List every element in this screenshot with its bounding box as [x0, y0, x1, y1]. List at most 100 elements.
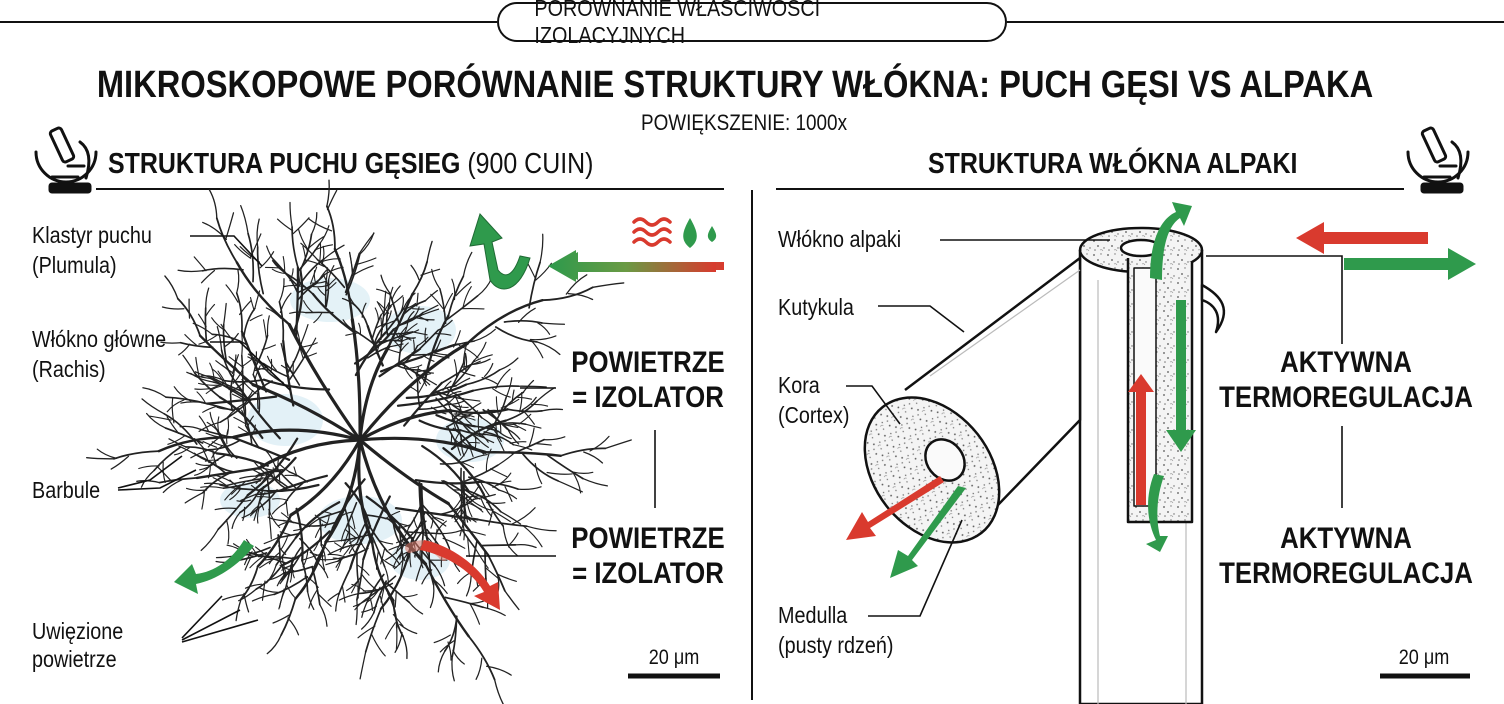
fiber-branch: [234, 365, 247, 381]
fiber-branch: [462, 251, 473, 277]
fiber-branch: [201, 267, 244, 272]
fiber-branch: [362, 495, 391, 561]
fiber-branch: [321, 245, 325, 265]
fiber-branch: [278, 300, 285, 342]
fiber-branch: [422, 304, 439, 314]
fiber-branch: [417, 336, 429, 347]
fiber-branch: [280, 512, 294, 524]
header-tag-text: PORÓWNANIE WŁAŚCIWOŚCI IZOLACYJNYCH: [534, 0, 821, 48]
fiber-branch: [205, 385, 222, 395]
fiber-branch: [86, 457, 115, 460]
fiber-branch: [209, 362, 215, 381]
fiber-branch: [567, 292, 594, 301]
fiber-branch: [424, 562, 470, 638]
fiber-branch: [291, 563, 295, 579]
fiber-branch: [364, 607, 382, 653]
alpaca-fiber-illustration: [863, 226, 1226, 704]
fiber-branch: [280, 598, 297, 636]
fiber-branch: [384, 319, 399, 326]
fiber-branch: [403, 381, 443, 427]
heat-waves-icon: [632, 217, 672, 247]
fiber-branch: [211, 444, 224, 459]
label-medulla-desc: (pusty rdzeń): [778, 632, 894, 658]
fiber-branch: [358, 438, 428, 566]
fiber-branch: [190, 372, 214, 383]
fiber-branch: [194, 388, 212, 390]
fiber-branch: [380, 317, 384, 330]
fiber-branch: [276, 571, 287, 587]
fiber-branch: [485, 448, 492, 472]
fiber-branch: [429, 584, 435, 609]
upward-vapor-arrow: [469, 213, 531, 290]
fiber-branch: [496, 437, 505, 452]
fiber-branch: [202, 440, 218, 448]
fiber-branch: [272, 614, 290, 624]
fiber-branch: [287, 617, 300, 636]
microscope-icon: [1406, 126, 1470, 194]
fiber-branch: [209, 411, 218, 431]
fiber-branch: [177, 269, 204, 273]
air-insulator-callout-bottom: POWIETRZE = IZOLATOR: [571, 522, 724, 591]
fiber-branch: [451, 655, 455, 682]
fiber-branch: [497, 472, 512, 486]
fiber-branch: [358, 232, 375, 255]
fiber-branch: [241, 355, 257, 368]
fiber-branch: [402, 635, 408, 660]
fiber-branch: [472, 433, 484, 439]
fiber-branch: [557, 480, 583, 493]
fiber-branch: [270, 358, 273, 374]
fiber-branch: [303, 352, 317, 359]
fiber-branch: [452, 515, 477, 550]
fiber-branch: [324, 514, 330, 528]
fiber-branch: [456, 500, 465, 515]
fiber-branch: [459, 370, 476, 377]
fiber-branch: [266, 634, 282, 655]
fiber-branch: [271, 256, 284, 271]
fiber-branch: [417, 329, 440, 351]
fiber-branch: [399, 623, 418, 635]
fiber-branch: [502, 391, 525, 411]
fiber-branch: [511, 389, 515, 403]
fiber-branch: [467, 635, 496, 681]
fiber-branch: [168, 438, 187, 448]
fiber-branch: [164, 427, 204, 444]
fiber-branch: [409, 353, 436, 357]
fiber-branch: [249, 556, 264, 569]
fiber-branch: [484, 451, 562, 457]
fiber-branch: [351, 579, 359, 594]
label-down-cluster: Klastyr puchu: [32, 222, 152, 248]
fiber-branch: [344, 508, 351, 539]
fiber-branch: [215, 452, 269, 467]
label-trapped-air-2: powietrze: [32, 646, 117, 672]
fiber-branch: [512, 444, 533, 451]
fiber-branch: [263, 537, 279, 545]
fiber-branch: [479, 481, 519, 490]
fiber-branch: [160, 341, 182, 344]
fiber-branch: [141, 398, 165, 415]
fiber-branch: [445, 414, 466, 428]
fiber-branch: [349, 524, 372, 570]
fiber-branch: [266, 315, 270, 337]
fiber-branch: [486, 502, 506, 504]
fiber-branch: [239, 489, 261, 514]
fiber-branch: [340, 525, 348, 542]
fiber-branch: [408, 385, 419, 393]
fiber-branch: [289, 568, 293, 583]
fiber-branch: [582, 477, 609, 487]
fiber-branch: [337, 567, 352, 596]
fiber-branch: [498, 357, 519, 371]
fiber-branch: [402, 302, 417, 311]
fiber-branch: [239, 475, 257, 480]
page-title: MIKROSKOPOWE PORÓWNANIE STRUKTURY WŁÓKNA…: [96, 64, 1374, 106]
fiber-branch: [305, 337, 317, 355]
microscope-icon: [34, 126, 98, 194]
label-alpaca-fiber: Włókno alpaki: [778, 226, 902, 252]
fiber-branch: [496, 573, 517, 582]
fiber-branch: [287, 552, 303, 574]
fiber-branch: [231, 428, 362, 442]
fiber-branch: [297, 265, 301, 285]
fiber-branch: [268, 513, 272, 540]
fiber-branch: [511, 507, 536, 525]
fiber-branch: [334, 542, 344, 549]
fiber-branch: [471, 354, 493, 364]
